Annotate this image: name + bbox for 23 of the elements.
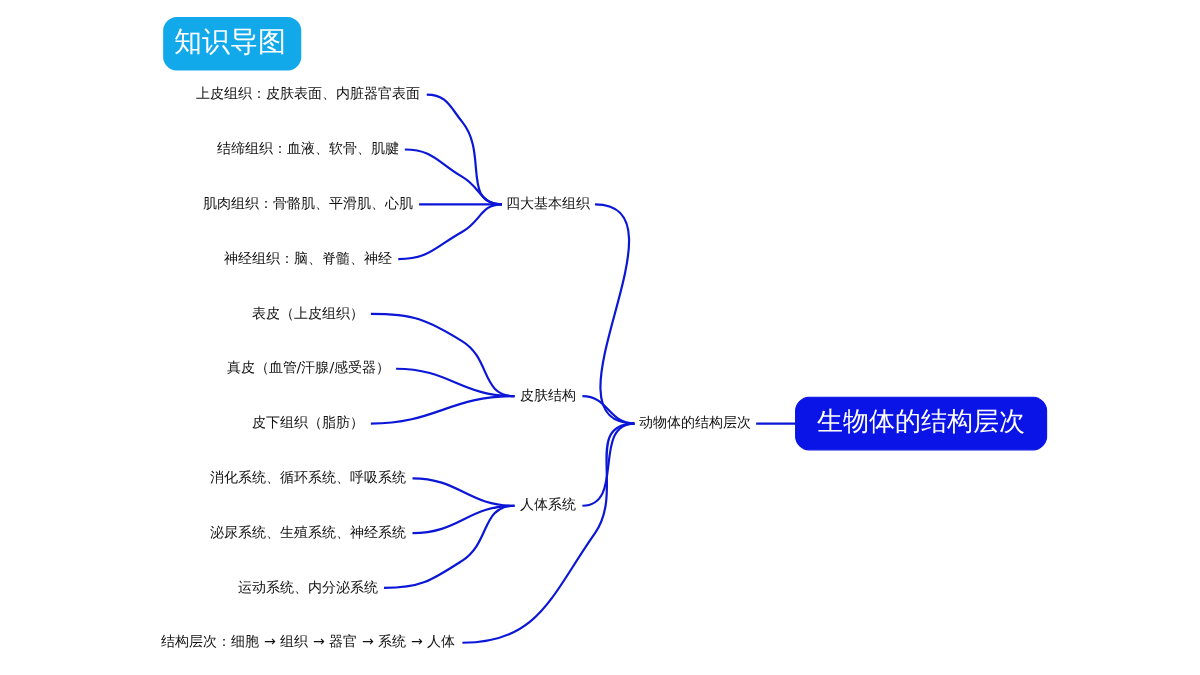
- node-text: 泌尿系统、生殖系统、神经系统: [209, 523, 406, 540]
- node-text: 结缔组织：血液、软骨、肌腱: [216, 140, 399, 157]
- node-text: 神经组织：脑、脊髓、神经: [223, 249, 392, 266]
- node-text: 上皮组织：皮肤表面、内脏器官表面: [195, 85, 420, 102]
- node-text: 消化系统、循环系统、呼吸系统: [209, 469, 406, 486]
- node-text: 皮下组织（脂肪）: [251, 414, 364, 431]
- node-text: 人体系统: [519, 496, 576, 513]
- node-text: 运动系统、内分泌系统: [237, 578, 378, 595]
- node-text: 结构层次：细胞 → 组织 → 器官 → 系统 → 人体: [160, 633, 455, 650]
- node-text: 肌肉组织：骨骼肌、平滑肌、心肌: [202, 195, 413, 212]
- connector: [397, 203, 502, 261]
- connector: [581, 395, 635, 425]
- connector: [755, 422, 796, 425]
- node-box: 生物体的结构层次: [794, 396, 1047, 451]
- node-text: 四大基本组织: [505, 195, 590, 212]
- diagram-title: 知识导图: [173, 25, 286, 59]
- connector: [370, 395, 514, 425]
- node-text: 皮肤结构: [519, 386, 576, 403]
- connector: [461, 422, 635, 644]
- connector: [383, 504, 515, 590]
- node-text: 动物体的结构层次: [638, 414, 751, 431]
- node-text: 真皮（血管/汗腺/感受器）: [226, 359, 390, 376]
- node-text: 表皮（上皮组织）: [251, 304, 364, 321]
